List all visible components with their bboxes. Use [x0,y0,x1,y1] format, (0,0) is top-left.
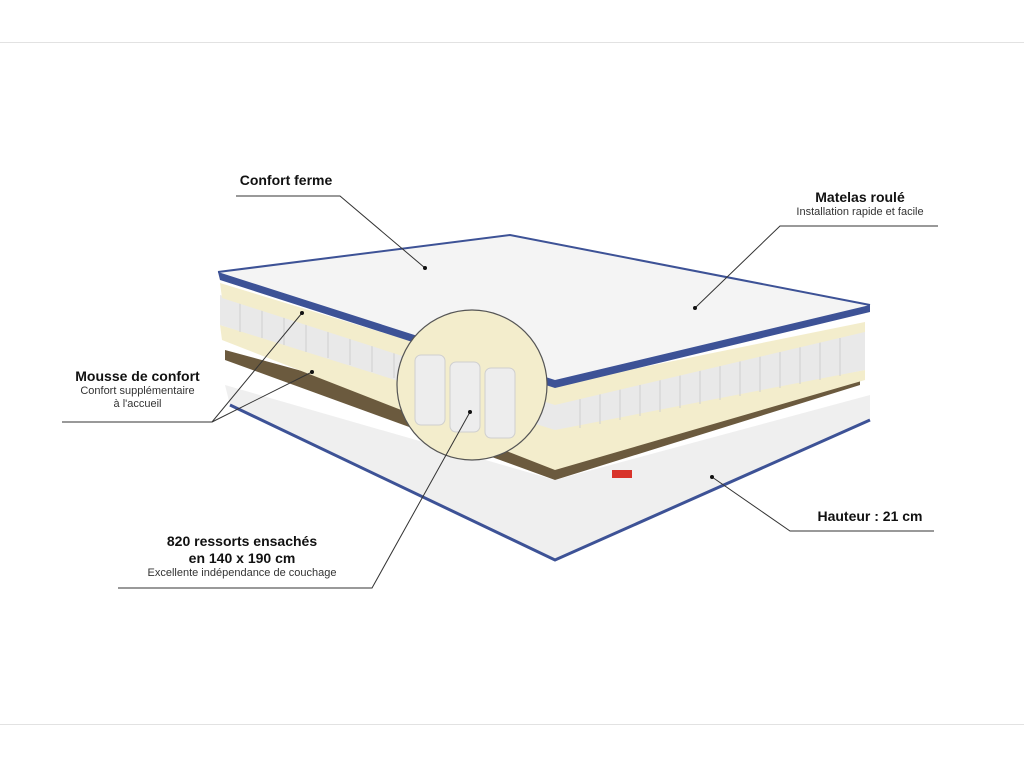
label-subtitle: Confort supplémentaire [80,385,195,397]
label-subtitle: Installation rapide et facile [796,206,924,218]
label-title: en 140 x 190 cm [188,550,296,566]
label-springs: 820 ressorts ensachés en 140 x 190 cm Ex… [112,533,372,580]
bottom-divider [0,724,1024,725]
label-title: Confort ferme [239,172,333,188]
label-title: Matelas roulé [815,189,905,205]
label-title: Mousse de confort [75,368,200,384]
label-height: Hauteur : 21 cm [800,508,940,525]
label-top-comfort: Confort ferme [226,172,346,189]
top-divider [0,42,1024,43]
label-rolled-mattress: Matelas roulé Installation rapide et fac… [770,189,950,219]
label-title: Hauteur : 21 cm [817,508,923,524]
label-title: 820 ressorts ensachés [166,533,318,549]
label-comfort-foam: Mousse de confort Confort supplémentaire… [55,368,220,411]
label-subtitle: Excellente indépendance de couchage [147,567,337,579]
label-subtitle: à l'accueil [113,398,162,410]
